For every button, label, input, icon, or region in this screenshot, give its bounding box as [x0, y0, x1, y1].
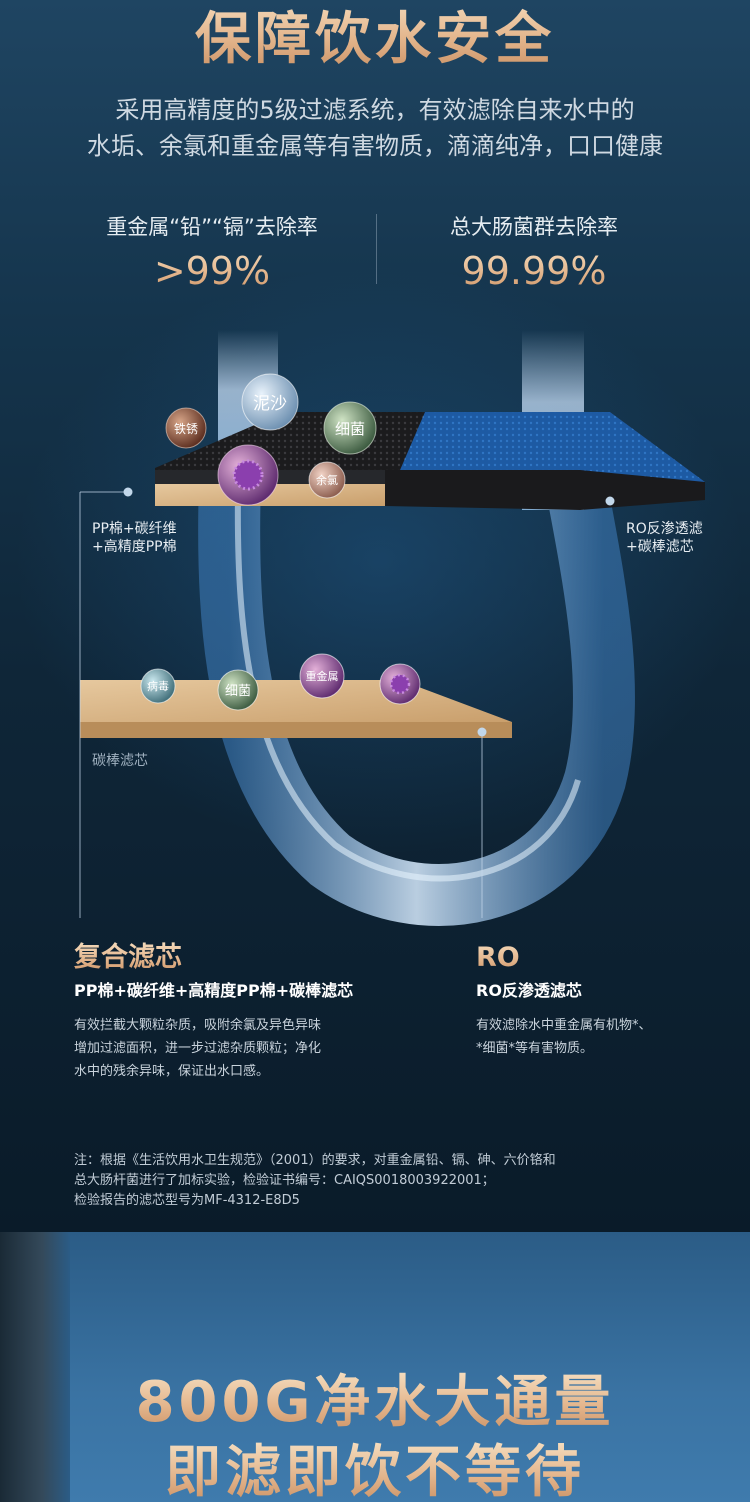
device-pillar: [0, 1232, 70, 1502]
stat-label: 重金属“铅”“镉”去除率: [106, 215, 318, 239]
particle-label: 重金属: [306, 669, 339, 683]
desc-line: 有效拦截大颗粒杂质，吸附余氯及异色异味: [74, 1018, 322, 1033]
flow-rate-section: 800G净水大通量 即滤即饮不等待: [0, 1232, 750, 1502]
stat-divider: [376, 214, 377, 284]
stat-heavy-metal: 重金属“铅”“镉”去除率 >99%: [62, 212, 362, 296]
particle-sand: 泥沙: [241, 373, 299, 431]
particle-virus-lower: 病毒: [140, 668, 176, 704]
particle-label: 细菌: [335, 420, 365, 438]
feature-description: 有效拦截大颗粒杂质，吸附余氯及异色异味 增加过滤面积，进一步过滤杂质颗粒；净化 …: [74, 1014, 454, 1083]
feature-ro-filter: RO RO反渗透滤芯 有效滤除水中重金属有机物*、 *细菌*等有害物质。: [476, 940, 716, 1060]
particle-virus-upper: [217, 444, 279, 506]
label-line: +碳棒滤芯: [626, 539, 694, 555]
label-carbon-rod: 碳棒滤芯: [92, 753, 148, 769]
feature-title: RO: [476, 940, 716, 976]
particle-heavy-metal: 重金属: [299, 653, 345, 699]
particle-bacteria: 细菌: [323, 401, 377, 455]
particle-bacteria-lower: 细菌: [217, 669, 259, 711]
particle-label: 细菌: [225, 684, 251, 699]
note-line: 总大肠杆菌进行了加标实验，检验证书编号：CAIQS0018003922001；: [74, 1173, 495, 1188]
particle-rust: 铁锈: [165, 407, 207, 449]
banner-line-1: 800G净水大通量: [0, 1370, 750, 1436]
test-note: 注：根据《生活饮用水卫生规范》（2001）的要求，对重金属铅、镉、砷、六价铬和 …: [74, 1151, 694, 1211]
upper-filter-side: [385, 470, 705, 510]
feature-composite-filter: 复合滤芯 PP棉+碳纤维+高精度PP棉+碳棒滤芯 有效拦截大颗粒杂质，吸附余氯及…: [74, 940, 454, 1083]
particle-virus-lower-2: [379, 663, 421, 705]
feature-title: 复合滤芯: [74, 940, 454, 976]
intro-text: 采用高精度的5级过滤系统，有效滤除自来水中的 水垢、余氯和重金属等有害物质，滴滴…: [0, 92, 750, 164]
label-line: +高精度PP棉: [92, 539, 177, 555]
desc-line: 有效滤除水中重金属有机物*、: [476, 1018, 652, 1033]
lower-filter-front: [80, 722, 512, 738]
intro-line-2: 水垢、余氯和重金属等有害物质，滴滴纯净，口口健康: [87, 132, 663, 160]
particle-label: 余氯: [316, 473, 338, 487]
desc-line: 水中的残余异味，保证出水口感。: [74, 1064, 270, 1079]
water-u-highlight: [234, 489, 581, 882]
callout-right-dot: [605, 496, 615, 506]
stat-label: 总大肠菌群去除率: [450, 215, 618, 239]
note-line: 检验报告的滤芯型号为MF-4312-E8D5: [74, 1193, 300, 1208]
particle-label: 铁锈: [174, 422, 198, 436]
note-line: 注：根据《生活饮用水卫生规范》（2001）的要求，对重金属铅、镉、砷、六价铬和: [74, 1153, 556, 1168]
desc-line: *细菌*等有害物质。: [476, 1041, 594, 1056]
water-safety-section: 保障饮水安全 采用高精度的5级过滤系统，有效滤除自来水中的 水垢、余氯和重金属等…: [0, 0, 750, 1232]
desc-line: 增加过滤面积，进一步过滤杂质颗粒；净化: [74, 1041, 322, 1056]
label-composite-layers: PP棉+碳纤维 +高精度PP棉: [92, 520, 177, 556]
stat-value: >99%: [62, 246, 362, 296]
intro-line-1: 采用高精度的5级过滤系统，有效滤除自来水中的: [115, 96, 635, 124]
feature-subtitle: RO反渗透滤芯: [476, 981, 582, 1000]
stat-coliform: 总大肠菌群去除率 99.99%: [384, 212, 684, 296]
label-ro-layers: RO反渗透滤 +碳棒滤芯: [626, 520, 703, 556]
filtration-diagram: 铁锈 泥沙 细菌 余氯 病毒 细菌 重金属: [79, 330, 705, 926]
feature-description: 有效滤除水中重金属有机物*、 *细菌*等有害物质。: [476, 1014, 716, 1060]
label-line: RO反渗透滤: [626, 521, 703, 537]
particle-chlorine: 余氯: [308, 461, 346, 499]
banner-line-2: 即滤即饮不等待: [0, 1440, 750, 1502]
section-title: 保障饮水安全: [0, 0, 750, 75]
callout-left-dot: [123, 487, 133, 497]
feature-subtitle: PP棉+碳纤维+高精度PP棉+碳棒滤芯: [74, 981, 354, 1000]
particle-label: 泥沙: [253, 394, 287, 414]
stat-value: 99.99%: [384, 246, 684, 296]
label-line: PP棉+碳纤维: [92, 521, 177, 537]
particle-label: 病毒: [147, 679, 169, 693]
